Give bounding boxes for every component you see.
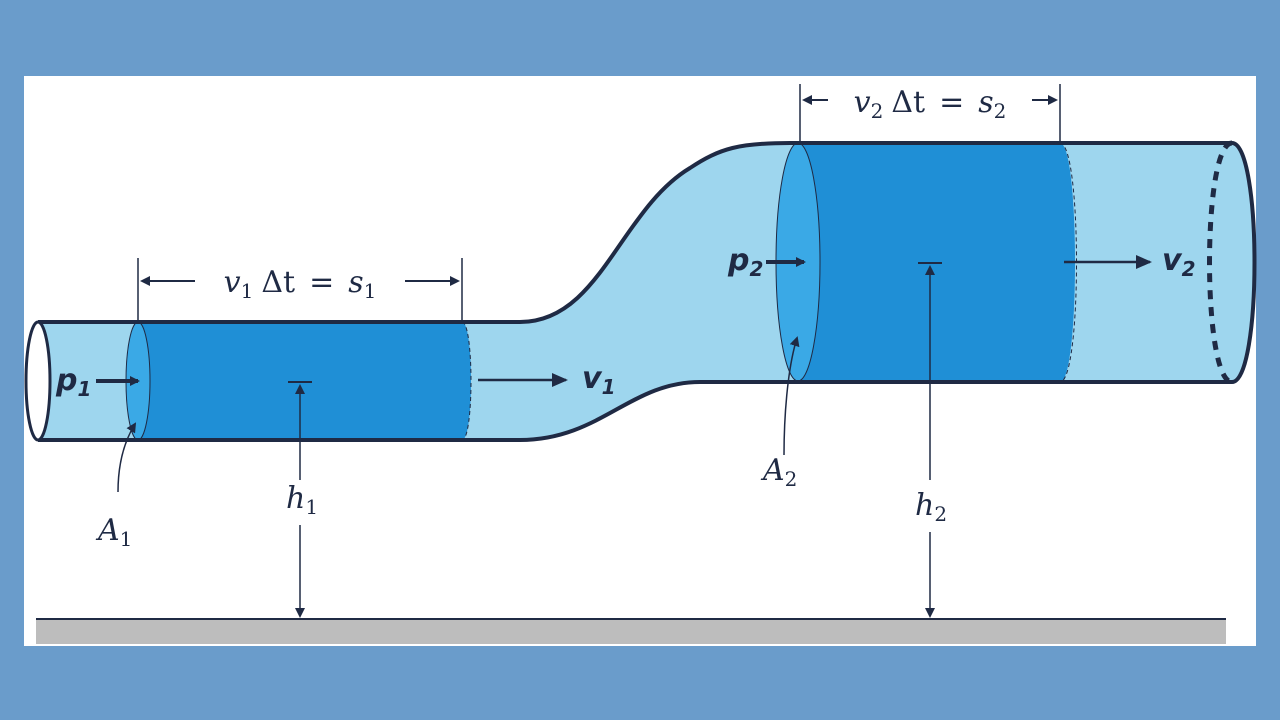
pipe-right-end-dashed (1207, 140, 1233, 385)
a2-label: A2 (760, 453, 797, 491)
h2-label: h2 (915, 488, 947, 526)
a1-pointer (117, 422, 137, 493)
p1-label: p1 (55, 363, 91, 401)
pipe-left-opening (24, 320, 52, 442)
h1-label: h1 (286, 481, 318, 519)
p2-label: p2 (727, 243, 763, 281)
a1-label: A1 (95, 513, 132, 551)
segment-1-end-dashed (461, 321, 472, 441)
v2-label: v2 (1162, 243, 1195, 281)
pipe-outline (38, 141, 1232, 442)
ground-surface (36, 618, 1226, 644)
segment-2-end-dashed (1059, 142, 1077, 383)
a2-pointer (783, 336, 800, 456)
v1-label: v1 (582, 361, 615, 399)
pipe-right-end (1231, 141, 1257, 384)
